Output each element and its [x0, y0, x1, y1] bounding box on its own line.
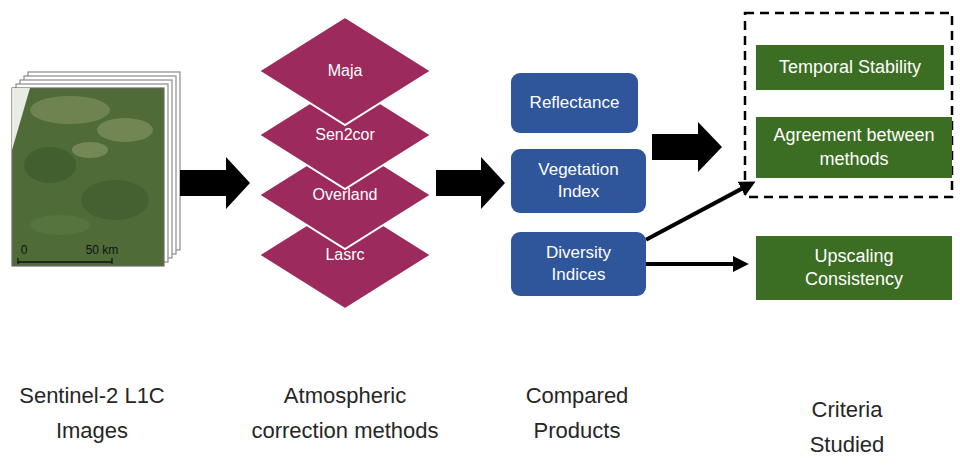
image-patch: [30, 215, 90, 235]
criterion-box: Agreement between methods: [756, 117, 952, 178]
arrow-connector: [646, 184, 751, 240]
image-patch: [81, 180, 149, 220]
block-arrow: [436, 157, 505, 209]
column-heading: Atmospheric correction methods: [245, 378, 445, 448]
product-box: Reflectance: [511, 73, 638, 133]
product-box: Vegetation Index: [511, 149, 646, 213]
product-box: Diversity Indices: [511, 232, 646, 296]
diamond-fill: [259, 81, 431, 189]
diamond-fill: [259, 141, 431, 249]
block-arrow: [652, 122, 722, 172]
block-arrow: [180, 157, 250, 209]
diamond-fill: [259, 201, 431, 309]
node-label: Diversity Indices: [511, 242, 646, 286]
node-label: Maja: [320, 61, 371, 82]
node-label: Upscaling Consistency: [756, 245, 952, 292]
column-heading: Criteria Studied: [787, 392, 907, 462]
criterion-box: Temporal Stability: [756, 45, 944, 90]
scale-bar: [18, 261, 112, 263]
method-diamond: Maja: [258, 16, 432, 126]
column-heading: Compared Products: [512, 378, 642, 448]
node-label: Agreement between methods: [756, 124, 952, 171]
dashed-group-frame: [745, 13, 952, 197]
scale-label: 0: [14, 243, 34, 257]
scale-label: 50 km: [72, 243, 132, 257]
node-label: Vegetation Index: [511, 159, 646, 203]
arrow-connector: [646, 262, 744, 266]
diamond-fill: [259, 17, 431, 125]
scale-tick: [17, 258, 18, 264]
column-heading: Sentinel-2 L1C Images: [6, 378, 178, 448]
image-nodata-edge: [12, 88, 30, 150]
node-label: Reflectance: [522, 92, 628, 114]
node-label: Temporal Stability: [771, 56, 929, 79]
image-patch: [24, 147, 76, 183]
criterion-box: Upscaling Consistency: [756, 236, 952, 300]
node-label: Sen2cor: [307, 125, 383, 146]
image-stack: [12, 72, 180, 266]
image-patch: [72, 142, 108, 158]
satellite-image: [12, 88, 164, 266]
scale-tick: [111, 258, 112, 264]
image-patch: [30, 96, 110, 124]
image-patch: [97, 118, 153, 142]
